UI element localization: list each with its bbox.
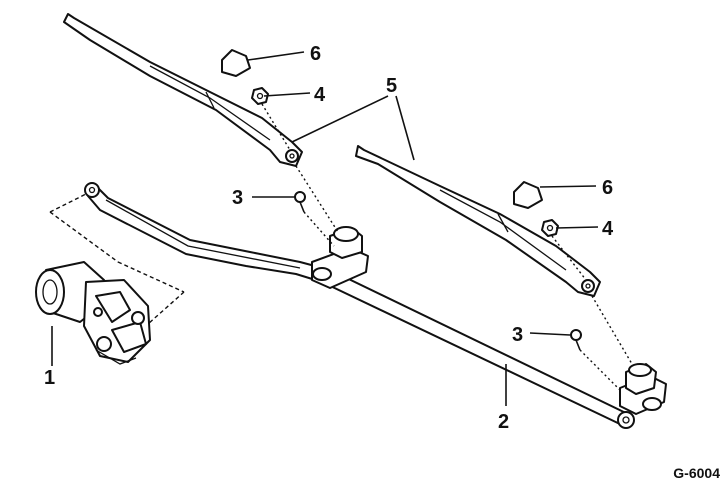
callout-5: 5	[386, 75, 397, 97]
callout-3-left: 3	[232, 187, 243, 209]
right-arm-nut	[541, 219, 559, 237]
callout-2: 2	[498, 411, 509, 433]
left-pivot-bolt	[294, 191, 306, 213]
wiper-motor	[35, 261, 151, 365]
right-arm-cap	[513, 181, 543, 209]
left-arm-cap	[221, 49, 251, 77]
callout-4-left: 4	[314, 84, 326, 106]
callout-4-right: 4	[602, 218, 614, 240]
callout-1: 1	[44, 367, 55, 389]
callout-6-left: 6	[310, 43, 321, 65]
right-pivot-bolt	[570, 329, 582, 351]
left-wiper-arm	[63, 13, 303, 167]
figure-id: G-6004	[673, 465, 720, 481]
left-arm-nut	[251, 87, 269, 105]
callout-3-right: 3	[512, 324, 523, 346]
wiper-linkage	[84, 182, 635, 429]
left-pivot	[311, 226, 369, 289]
right-pivot	[619, 363, 667, 415]
callout-6-right: 6	[602, 177, 613, 199]
right-wiper-arm	[355, 145, 601, 297]
